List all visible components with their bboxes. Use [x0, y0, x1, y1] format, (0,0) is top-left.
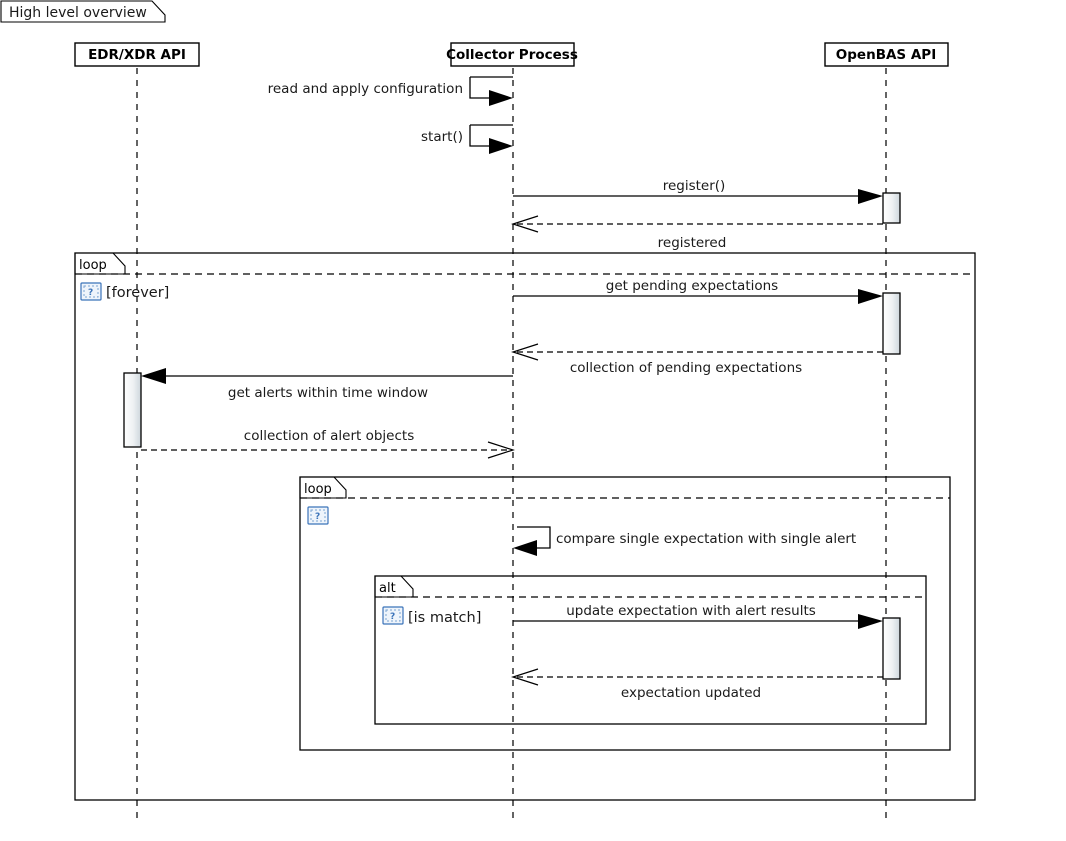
arrowhead-filled	[141, 368, 166, 384]
arrowhead-open	[511, 215, 539, 233]
fragment-loop-outer[interactable]: loop ? [forever]	[74, 252, 976, 801]
broken-image-icon: ?	[382, 606, 404, 625]
message-label: start()	[421, 129, 463, 145]
message-get-alerts-within-time-window[interactable]: get alerts within time window	[141, 368, 513, 401]
fragment-alt-guard: [is match]	[408, 610, 481, 626]
lifelines	[136, 68, 887, 820]
message-label: get pending expectations	[606, 278, 778, 294]
broken-image-icon: ?	[80, 282, 102, 301]
arrowhead-filled	[489, 138, 513, 154]
activation-bar-openbas-register	[882, 192, 901, 224]
fragment-alt-border	[374, 575, 927, 725]
message-label: collection of pending expectations	[570, 360, 802, 376]
fragment-loop-inner-header	[299, 476, 347, 499]
fragment-loop-inner[interactable]: loop ?	[299, 476, 951, 751]
participant-box-openbas[interactable]	[824, 42, 949, 67]
arrowhead-open	[511, 343, 539, 361]
fragment-loop-inner-operator: loop	[304, 482, 332, 497]
message-get-pending-expectations[interactable]: get pending expectations	[513, 278, 883, 304]
message-line	[517, 526, 551, 549]
message-collection-of-alert-objects[interactable]: collection of alert objects	[141, 428, 515, 459]
arrowhead-filled	[489, 90, 513, 106]
message-expectation-updated[interactable]: expectation updated	[511, 668, 883, 701]
participant-collector[interactable]: Collector Process	[446, 42, 578, 67]
arrowhead-filled	[858, 189, 883, 204]
message-label: get alerts within time window	[228, 385, 428, 401]
fragment-loop-inner-border	[299, 476, 951, 751]
fragment-loop-outer-header	[74, 252, 126, 275]
participant-label-edr: EDR/XDR API	[88, 47, 186, 63]
message-label: expectation updated	[621, 685, 761, 701]
arrowhead-open	[511, 668, 539, 686]
message-start[interactable]: start()	[421, 124, 513, 154]
participant-label-openbas: OpenBAS API	[836, 47, 936, 63]
message-registered[interactable]: registered	[511, 215, 883, 251]
message-label: register()	[663, 178, 726, 194]
arrowhead-filled	[858, 289, 883, 304]
arrowhead-filled	[513, 540, 537, 556]
message-label: collection of alert objects	[244, 428, 414, 444]
fragment-alt-header	[374, 575, 414, 598]
fragment-alt-operator: alt	[379, 581, 396, 596]
activation-bar-openbas-update	[882, 617, 901, 680]
activation-bar-openbas-pending	[882, 292, 901, 355]
fragment-alt[interactable]: alt ? [is match]	[374, 575, 927, 725]
participant-box-edr[interactable]	[74, 42, 200, 67]
participant-edr[interactable]: EDR/XDR API	[74, 42, 200, 67]
arrowhead-open	[487, 441, 515, 459]
message-read-and-apply-configuration[interactable]: read and apply configuration	[268, 76, 513, 106]
fragment-loop-outer-border	[74, 252, 976, 801]
message-label: compare single expectation with single a…	[556, 531, 856, 547]
svg-text:?: ?	[88, 288, 93, 298]
message-label: update expectation with alert results	[566, 603, 816, 619]
fragment-loop-outer-guard: [forever]	[106, 285, 169, 301]
participant-label-collector: Collector Process	[446, 47, 578, 63]
svg-text:?: ?	[390, 612, 395, 622]
arrowhead-filled	[858, 614, 883, 629]
participant-box-collector[interactable]	[450, 42, 575, 67]
participant-openbas[interactable]: OpenBAS API	[824, 42, 949, 67]
message-compare-single-expectation-with-single-alert[interactable]: compare single expectation with single a…	[513, 526, 856, 556]
activation-bar-edr-alerts	[123, 372, 142, 448]
message-label: registered	[658, 235, 727, 251]
message-update-expectation-with-alert-results[interactable]: update expectation with alert results	[513, 603, 883, 629]
diagram-title-tab: High level overview	[0, 0, 166, 23]
fragment-loop-outer-operator: loop	[79, 258, 107, 273]
message-label: read and apply configuration	[268, 81, 463, 97]
diagram-title: High level overview	[9, 5, 147, 21]
message-collection-of-pending-expectations[interactable]: collection of pending expectations	[511, 343, 883, 376]
message-register[interactable]: register()	[513, 178, 883, 204]
svg-text:?: ?	[315, 512, 320, 522]
broken-image-icon: ?	[307, 506, 329, 525]
